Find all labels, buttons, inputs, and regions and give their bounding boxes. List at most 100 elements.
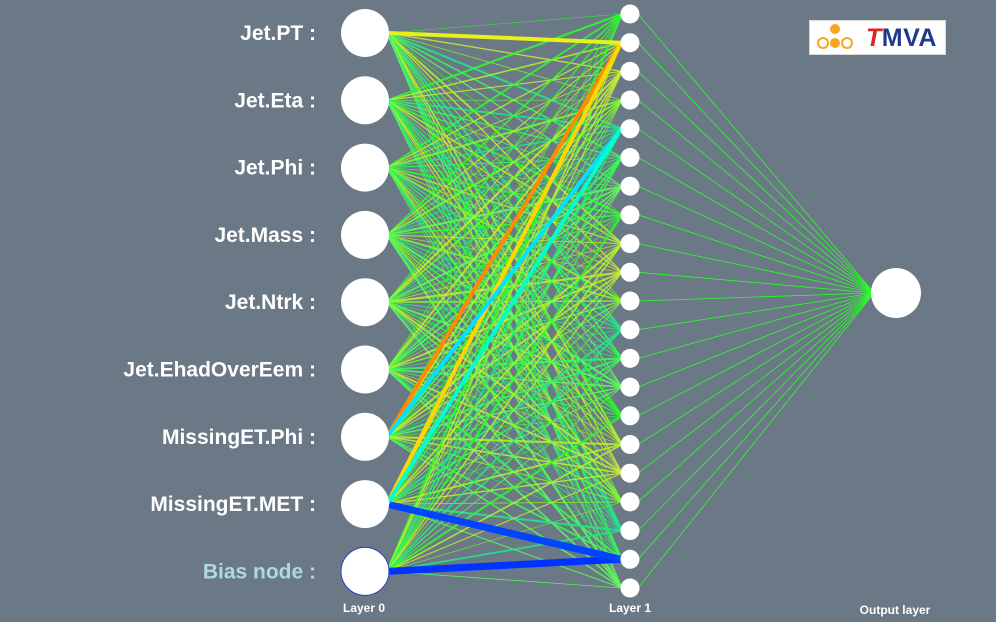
connection (386, 71, 623, 236)
connection (386, 436, 623, 531)
connection (386, 329, 623, 573)
connection (386, 167, 623, 187)
connection (386, 271, 623, 438)
input-label: Jet.Phi : (234, 157, 316, 180)
tmva-logo-text: TMVA (866, 24, 937, 52)
layer-label: Layer 0 (343, 601, 385, 615)
hidden-node (620, 262, 640, 282)
connection (386, 42, 623, 370)
hidden-node (620, 348, 640, 368)
input-node (341, 345, 389, 394)
connection (386, 300, 623, 438)
connection (386, 185, 623, 438)
output-connection (637, 157, 875, 294)
tmva-logo-icon (817, 24, 853, 49)
connection (386, 386, 623, 572)
output-connection (637, 292, 875, 302)
connection (386, 414, 623, 573)
input-node (341, 76, 389, 125)
hidden-node (620, 463, 640, 483)
connection (386, 32, 623, 101)
layer-label: Layer 1 (609, 601, 651, 615)
connection (386, 214, 623, 438)
hidden-node (620, 578, 640, 598)
connection (386, 41, 623, 102)
strong-connection (385, 31, 623, 45)
connection (386, 42, 623, 303)
connection (386, 157, 623, 236)
connection (386, 13, 623, 34)
strong-connection (383, 555, 625, 575)
connection (386, 71, 623, 572)
output-node (871, 268, 921, 318)
input-node (341, 480, 389, 529)
connection (386, 415, 623, 505)
connection (386, 70, 623, 101)
connection (386, 99, 623, 130)
hidden-node (620, 320, 640, 340)
connection (386, 443, 623, 573)
hidden-node (620, 234, 640, 254)
hidden-node (620, 33, 640, 53)
connection (386, 42, 623, 169)
connection (386, 503, 623, 532)
connection (386, 529, 623, 573)
connection (386, 328, 623, 505)
hidden-node (620, 377, 640, 397)
connection (386, 242, 623, 505)
output-connection (637, 292, 875, 560)
input-label: Jet.PT : (240, 22, 316, 45)
output-connection (637, 292, 875, 359)
connection (386, 157, 623, 572)
strong-connection (385, 126, 623, 439)
output-connection (637, 271, 875, 294)
connection (386, 185, 623, 236)
input-node (341, 210, 389, 259)
output-connection (637, 42, 875, 294)
connection (386, 13, 623, 438)
bias-node-label: Bias node : (203, 560, 316, 583)
hidden-node (620, 148, 640, 167)
connection (386, 329, 623, 438)
connection (386, 99, 623, 359)
connection (386, 32, 623, 159)
connection (386, 99, 623, 169)
connection (386, 357, 623, 572)
connection (386, 185, 623, 505)
output-connection (637, 185, 875, 294)
connection (386, 156, 623, 169)
input-label: Jet.Eta : (234, 89, 316, 112)
connection (386, 570, 623, 589)
connection (386, 42, 623, 236)
hidden-node (620, 205, 640, 225)
connection (386, 300, 623, 505)
connection (386, 42, 623, 572)
connection (386, 99, 623, 505)
connection (386, 71, 623, 505)
hidden-node (620, 435, 640, 454)
output-connection (637, 214, 875, 294)
output-connection (637, 292, 875, 445)
input-label: MissingET.Phi : (162, 426, 316, 449)
hidden-node (620, 119, 640, 139)
bias-node (340, 546, 390, 596)
connection (386, 128, 623, 572)
connection (386, 32, 623, 359)
output-connection (637, 292, 875, 474)
connection (386, 13, 623, 102)
connection (386, 472, 623, 572)
output-connection (637, 292, 875, 531)
connection (386, 99, 623, 303)
connection (386, 128, 623, 303)
tmva-logo: TMVA (809, 20, 946, 55)
input-label: Jet.Mass : (214, 224, 316, 247)
connection (386, 32, 623, 187)
input-node (341, 278, 389, 327)
output-connection (637, 71, 875, 294)
output-connection (637, 128, 875, 294)
connection (386, 99, 623, 187)
input-node (341, 412, 389, 461)
output-connection (637, 292, 875, 503)
